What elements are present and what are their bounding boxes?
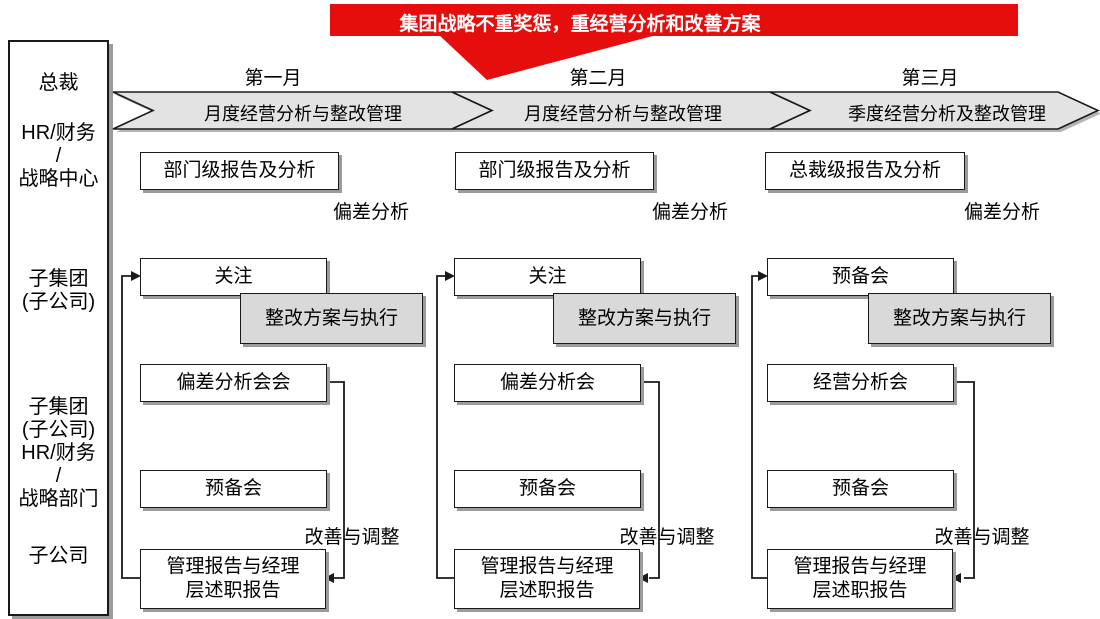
management-report-box-3: 管理报告与经理层述职报告 bbox=[767, 549, 953, 609]
adjust-label-3: 改善与调整 bbox=[934, 527, 1030, 548]
callout-banner-text: 集团战略不重奖惩，重经营分析和改善方案 bbox=[399, 14, 761, 35]
deviation-label-2: 偏差分析 bbox=[651, 202, 728, 223]
connector-arrowheads bbox=[131, 271, 961, 583]
month-label-1: 第一月 bbox=[244, 68, 302, 89]
org-roles-panel: 总裁 HR/财务 / 战略中心 子集团 (子公司) 子集团 (子公司) HR/财… bbox=[8, 40, 109, 616]
callout-banner-tail bbox=[438, 34, 660, 80]
role-label-subsidiary: 子公司 bbox=[28, 545, 89, 567]
adjust-label-1: 改善与调整 bbox=[304, 527, 400, 548]
connector-left-loop-3 bbox=[751, 275, 767, 579]
month-label-2: 第二月 bbox=[569, 68, 627, 89]
callout-banner: 集团战略不重奖惩，重经营分析和改善方案 bbox=[330, 4, 1018, 36]
role-label-subgroup: 子集团 (子公司) bbox=[21, 268, 96, 313]
prep-box-3: 预备会 bbox=[767, 470, 954, 508]
adjust-label-2: 改善与调整 bbox=[619, 527, 715, 548]
connector-right-loop-3 bbox=[952, 381, 975, 579]
action-plan-box-3: 整改方案与执行 bbox=[868, 293, 1051, 344]
deviation-label-1: 偏差分析 bbox=[332, 202, 409, 223]
prep-box-1: 预备会 bbox=[140, 470, 327, 508]
focus-box-2: 关注 bbox=[454, 258, 641, 296]
phase-label-1: 月度经营分析与整改管理 bbox=[204, 104, 402, 124]
timeline-arrow-3 bbox=[769, 91, 1100, 130]
action-plan-box-2: 整改方案与执行 bbox=[553, 293, 736, 344]
action-plan-box-1: 整改方案与执行 bbox=[240, 293, 423, 344]
meeting-box-1: 偏差分析会会 bbox=[140, 364, 327, 402]
connector-right-loop-2 bbox=[639, 381, 660, 579]
deviation-label-3: 偏差分析 bbox=[963, 202, 1040, 223]
focus-box-1: 关注 bbox=[140, 258, 327, 296]
report-box-3: 总裁级报告及分析 bbox=[765, 152, 965, 190]
report-box-1: 部门级报告及分析 bbox=[140, 152, 339, 190]
role-label-hq-strategy: HR/财务 / 战略中心 bbox=[18, 122, 99, 190]
phase-label-3: 季度经营分析及整改管理 bbox=[848, 104, 1046, 124]
connector-right-loop-1 bbox=[325, 381, 345, 579]
month-label-3: 第三月 bbox=[901, 68, 959, 89]
role-label-subgroup-dept: 子集团 (子公司) HR/财务 / 战略部门 bbox=[18, 396, 99, 510]
meeting-box-2: 偏差分析会 bbox=[454, 364, 641, 402]
meeting-box-3: 经营分析会 bbox=[767, 364, 954, 402]
prep-box-2: 预备会 bbox=[454, 470, 641, 508]
report-box-2: 部门级报告及分析 bbox=[455, 152, 654, 190]
management-report-box-1: 管理报告与经理层述职报告 bbox=[140, 549, 326, 609]
phase-label-2: 月度经营分析与整改管理 bbox=[524, 104, 722, 124]
focus-box-3: 预备会 bbox=[767, 258, 954, 296]
connector-left-loop-1 bbox=[121, 275, 140, 579]
role-label-ceo: 总裁 bbox=[38, 72, 79, 94]
connector-left-loop-2 bbox=[436, 275, 454, 579]
management-report-box-2: 管理报告与经理层述职报告 bbox=[454, 549, 640, 609]
